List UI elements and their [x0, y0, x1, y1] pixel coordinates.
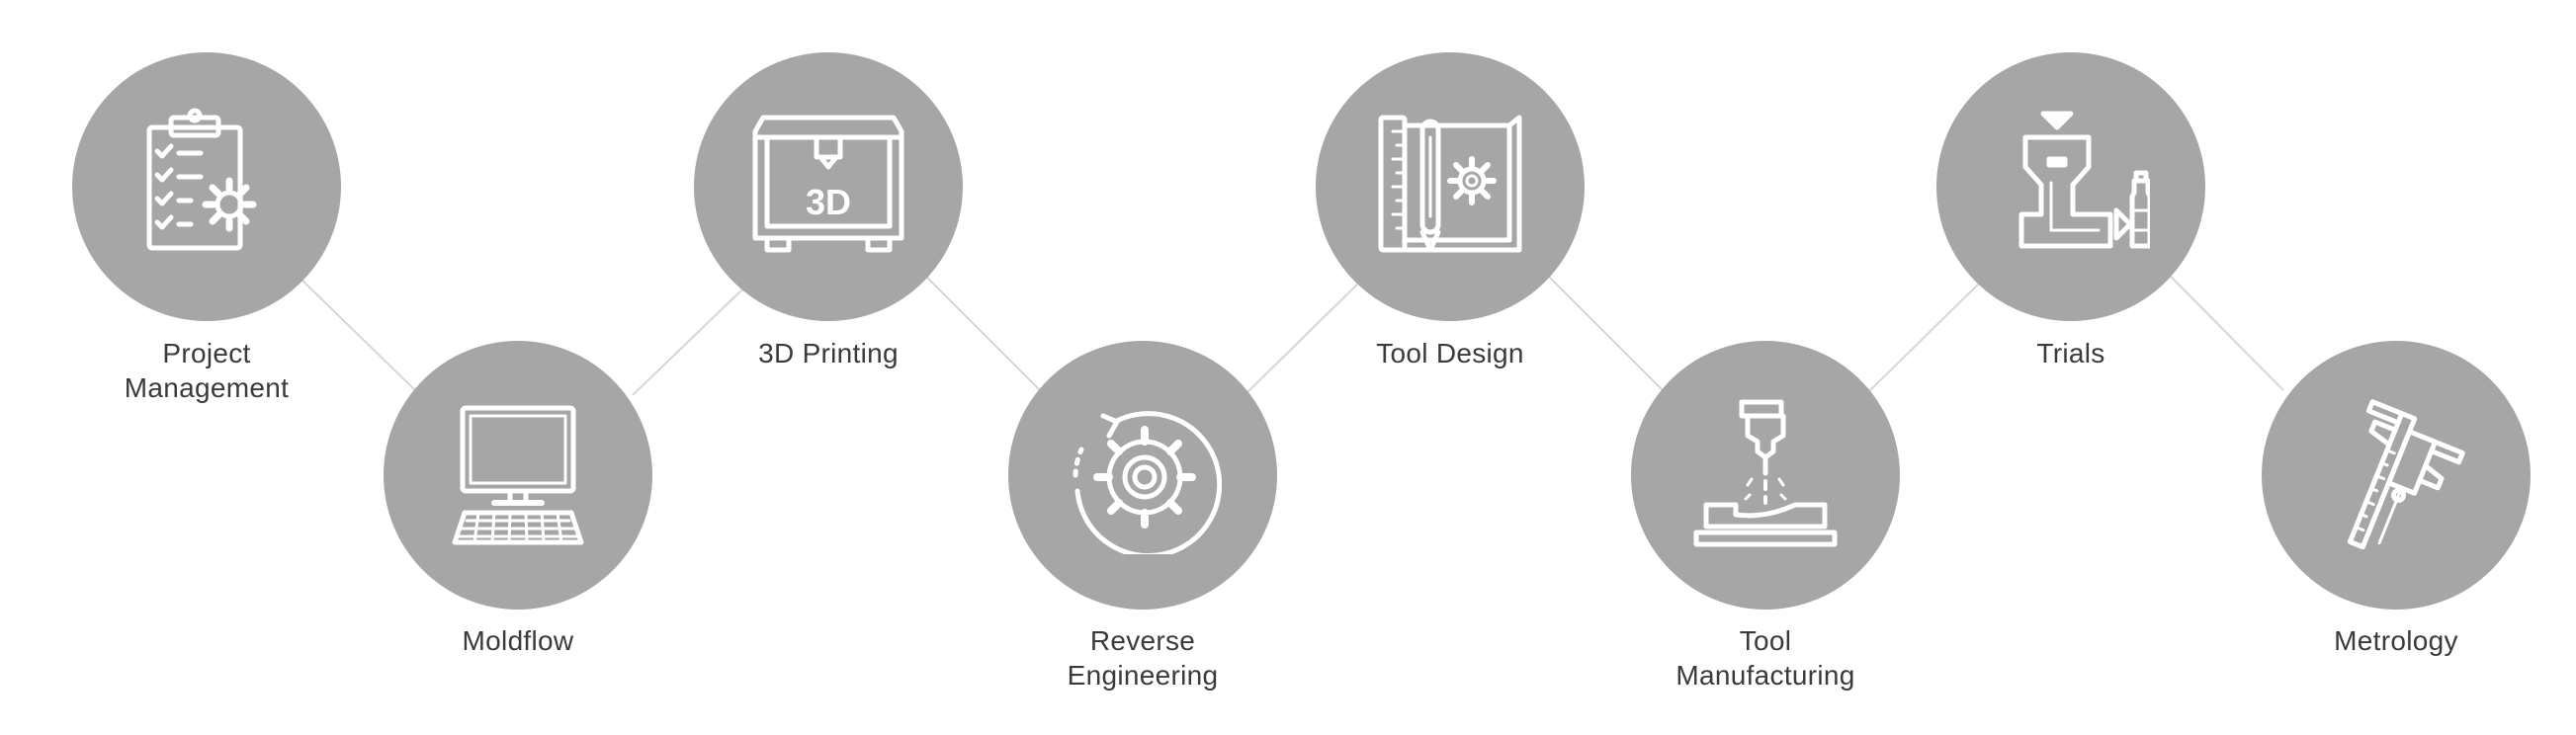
connector-2-3 [632, 287, 744, 396]
label-line: Project [162, 338, 251, 368]
step-label: Moldflow [350, 623, 686, 658]
step-label: Project Management [39, 336, 375, 405]
step-moldflow [384, 341, 652, 610]
step-label: 3D Printing [660, 336, 996, 370]
step-tool-design [1316, 52, 1585, 321]
step-3d-printing: 3D [694, 52, 963, 321]
connector-7-8 [2170, 276, 2284, 391]
computer-keyboard-icon [452, 405, 584, 545]
step-label: Tool Design [1282, 336, 1618, 370]
connector-5-6 [1548, 276, 1664, 391]
step-label: Reverse Engineering [975, 623, 1311, 693]
step-trials [1936, 52, 2205, 321]
step-metrology [2262, 341, 2531, 610]
step-label: Tool Manufacturing [1597, 623, 1933, 693]
injection-mold-bottle-icon [2018, 111, 2150, 249]
3d-printer-icon: 3D [752, 115, 904, 253]
label-line: Management [124, 372, 290, 403]
label-line: Tool Design [1376, 338, 1524, 368]
connector-4-5 [1246, 279, 1363, 393]
blueprint-pencil-gear-icon [1378, 115, 1522, 253]
connector-3-4 [925, 276, 1041, 391]
step-label: Trials [1903, 336, 2239, 370]
step-label: Metrology [2228, 623, 2564, 658]
label-line: Trials [2036, 338, 2105, 368]
rotating-gear-icon [1073, 411, 1222, 554]
label-line: Reverse [1089, 625, 1196, 656]
step-tool-manufacturing [1631, 341, 1900, 610]
cnc-milling-icon [1693, 399, 1838, 547]
label-line: Engineering [1067, 660, 1219, 691]
printer-3d-text: 3D [806, 182, 851, 222]
step-reverse-engineering [1008, 341, 1277, 610]
label-line: Moldflow [462, 625, 574, 656]
label-line: 3D Printing [758, 338, 899, 368]
label-line: Tool [1739, 625, 1792, 656]
label-line: Metrology [2334, 625, 2458, 656]
connector-1-2 [301, 279, 416, 391]
step-project-management [72, 52, 341, 321]
connector-6-7 [1867, 281, 1982, 393]
caliper-icon [2347, 399, 2465, 550]
label-line: Manufacturing [1675, 660, 1855, 691]
clipboard-gear-icon [146, 108, 257, 251]
